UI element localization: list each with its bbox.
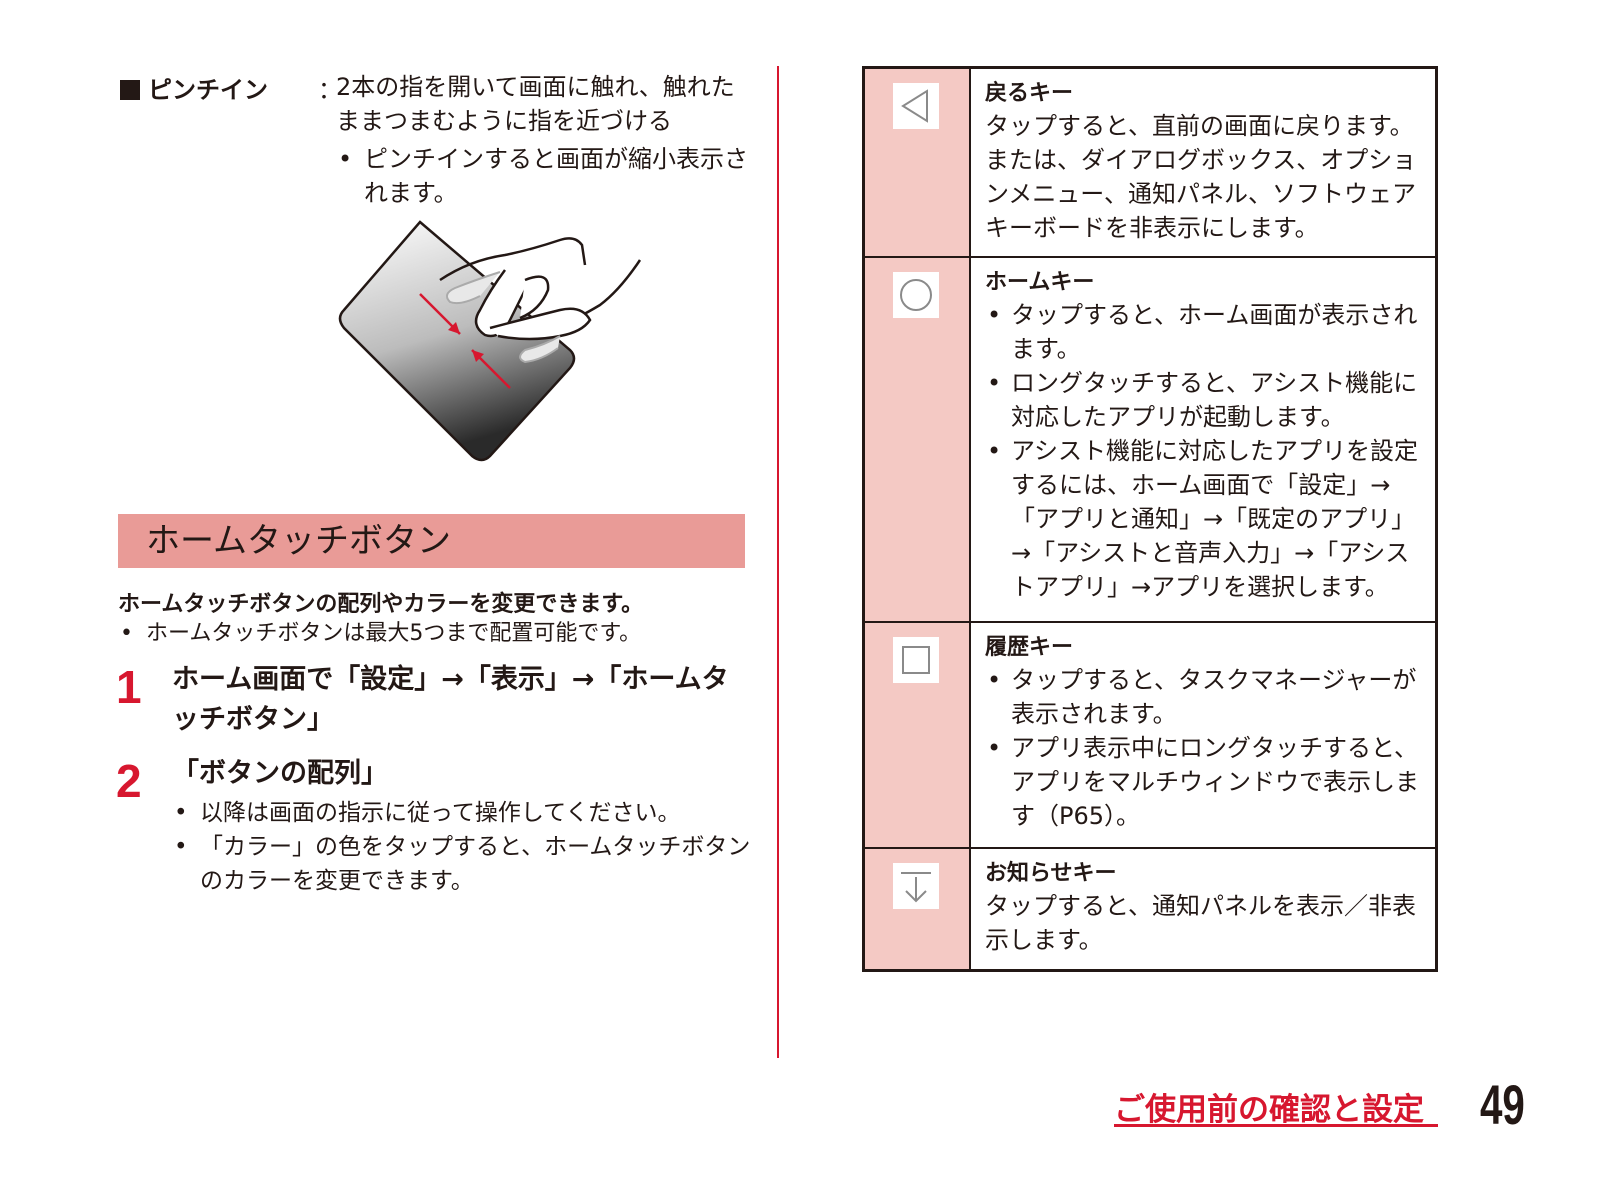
home-circle-icon — [900, 279, 932, 311]
key-description: タップすると、直前の画面に戻ります。または、ダイアログボックス、オプションメニュ… — [985, 112, 1417, 242]
step-bullets: 以降は画面の指示に従って操作してください。 「カラー」の色をタップすると、ホーム… — [172, 796, 752, 898]
section-intro-bullet: ホームタッチボタンは最大5つまで配置可能です。 — [118, 618, 758, 650]
key-title: ホームキー — [985, 270, 1095, 295]
table-row: 履歴キー タップすると、タスクマネージャーが表示されます。 アプリ表示中にロング… — [865, 623, 1435, 849]
key-bullet: タップすると、タスクマネージャーが表示されます。 — [985, 663, 1429, 731]
table-row: ホームキー タップすると、ホーム画面が表示されます。 ロングタッチすると、アシス… — [865, 258, 1435, 623]
key-description: タップすると、通知パネルを表示／非表示します。 — [985, 892, 1417, 954]
footer-underline — [1114, 1124, 1438, 1127]
pinch-in-illustration — [338, 220, 642, 462]
notification-arrow-icon — [901, 872, 931, 903]
pinch-colon: ： — [318, 76, 342, 104]
step-number: 1 — [116, 661, 142, 713]
table-row: お知らせキー タップすると、通知パネルを表示／非表示します。 — [865, 849, 1435, 969]
table-row: 戻るキー タップすると、直前の画面に戻ります。または、ダイアログボックス、オプシ… — [865, 69, 1435, 258]
keys-table: 戻るキー タップすると、直前の画面に戻ります。または、ダイアログボックス、オプシ… — [862, 66, 1438, 972]
key-bullet: アプリ表示中にロングタッチすると、アプリをマルチウィンドウで表示します（P65）… — [985, 731, 1429, 833]
pinch-in-bullet: ピンチインすると画面が縮小表示されます。 — [336, 142, 756, 210]
key-bullet: タップすると、ホーム画面が表示されます。 — [985, 298, 1429, 366]
pinch-in-description: 2本の指を開いて画面に触れ、触れたままつまむように指を近づける — [336, 73, 735, 135]
key-title: 戻るキー — [985, 81, 1074, 106]
key-title: お知らせキー — [985, 861, 1117, 886]
square-bullet-icon — [120, 80, 140, 100]
step-bullet: 以降は画面の指示に従って操作してください。 — [172, 796, 752, 830]
footer-section-title: ご使用前の確認と設定 — [1114, 1092, 1424, 1128]
pinch-in-label: ピンチイン — [120, 70, 268, 105]
recents-square-icon — [902, 646, 930, 674]
step-text: 「ボタンの配列」 — [172, 758, 388, 789]
key-title: 履歴キー — [985, 635, 1074, 660]
step-number: 2 — [116, 755, 142, 807]
section-heading: ホームタッチボタン — [118, 514, 745, 568]
back-triangle-icon — [901, 89, 928, 123]
step-text: ホーム画面で「設定」→「表示」→「ホームタッチボタン」 — [172, 664, 729, 735]
key-bullet: ロングタッチすると、アシスト機能に対応したアプリが起動します。 — [985, 366, 1429, 434]
column-divider — [777, 66, 779, 1058]
step-bullet: 「カラー」の色をタップすると、ホームタッチボタンのカラーを変更できます。 — [172, 830, 752, 898]
page-number: 49 — [1480, 1073, 1525, 1136]
key-bullet: アシスト機能に対応したアプリを設定するには、ホーム画面で「設定」→「アプリと通知… — [985, 434, 1429, 604]
section-intro: ホームタッチボタンの配列やカラーを変更できます。 — [118, 592, 644, 617]
